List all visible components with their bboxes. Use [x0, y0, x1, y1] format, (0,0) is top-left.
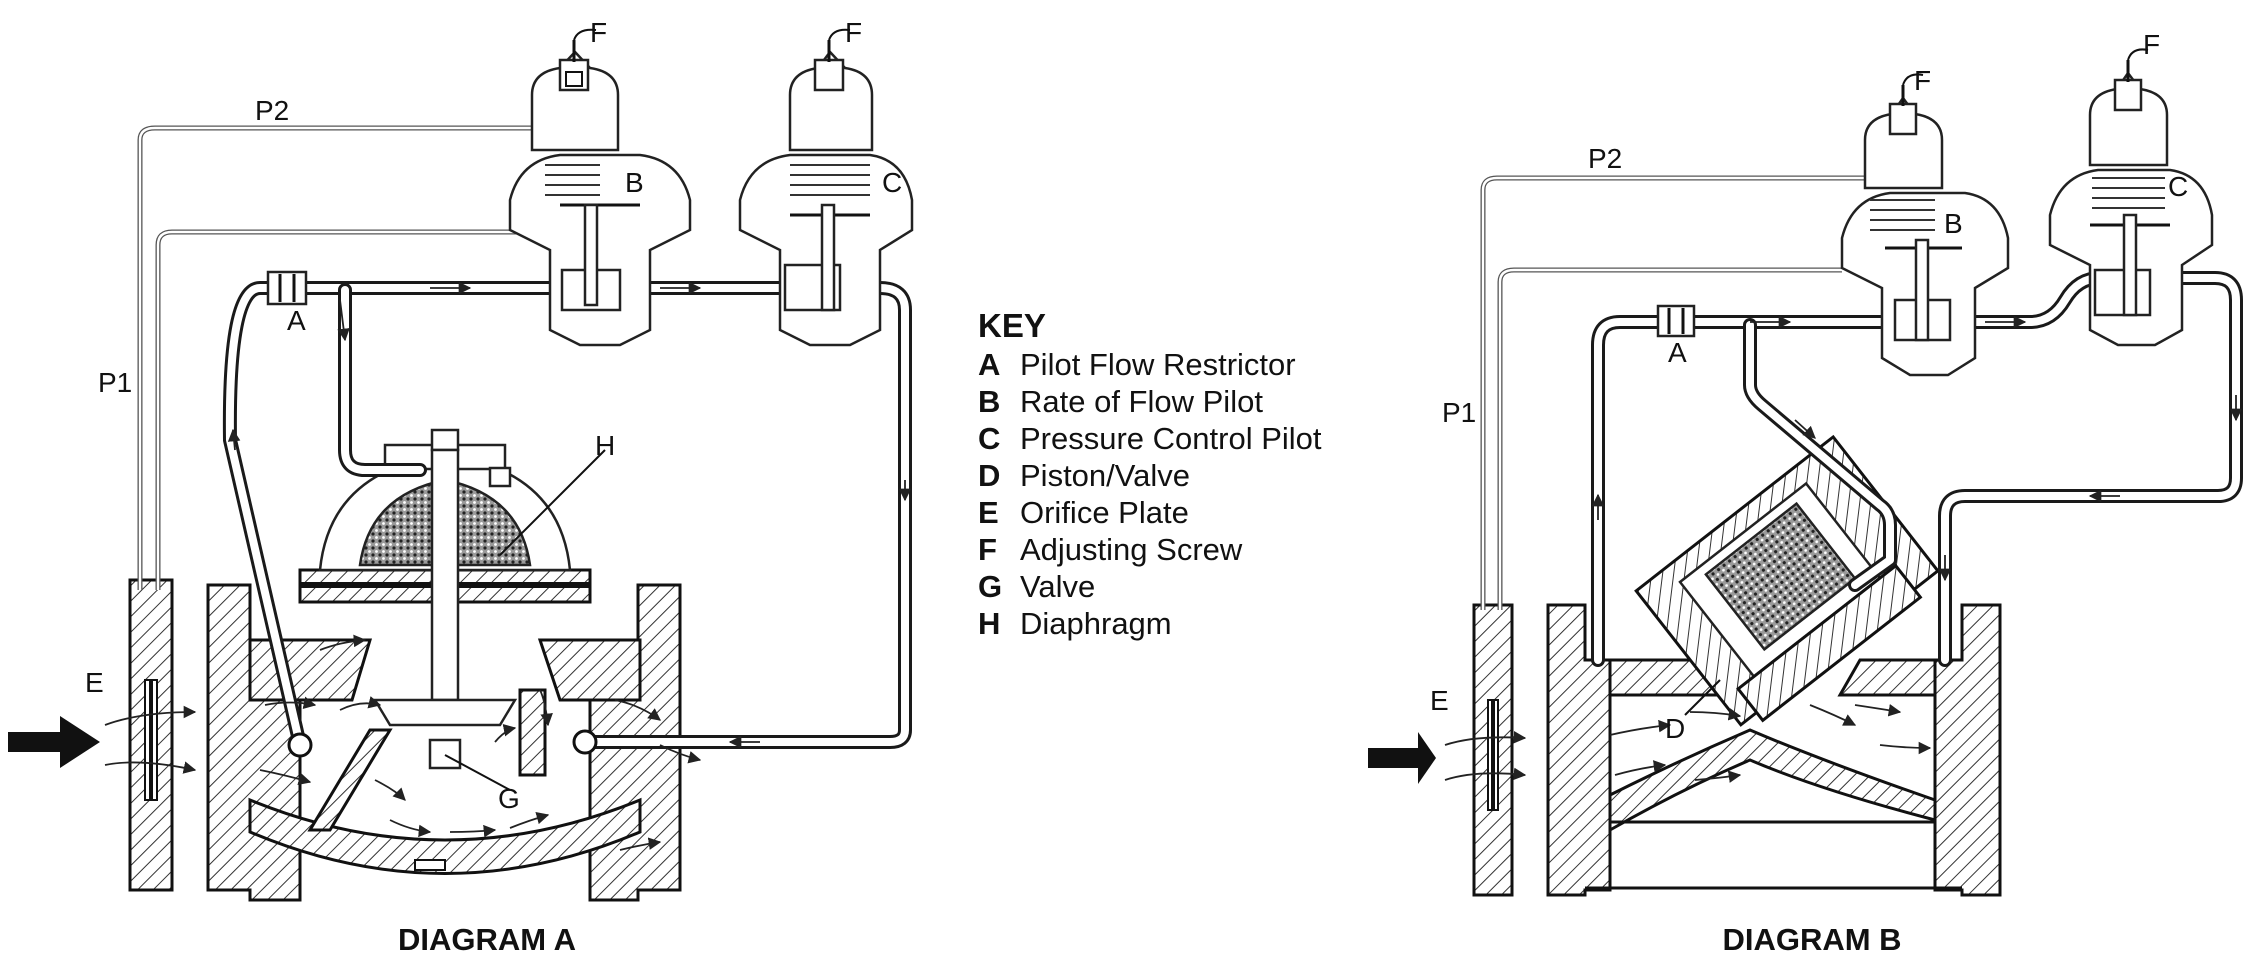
key-item: G Valve	[978, 569, 1095, 604]
pressure-control-pilot-b	[2048, 60, 2214, 347]
diagram-b-title: DIAGRAM B	[1722, 922, 1901, 957]
sensing-lines-b	[1480, 175, 1883, 610]
label-f-left-a: F	[590, 17, 607, 48]
key-item: F Adjusting Screw	[978, 532, 1243, 567]
svg-text:A: A	[978, 347, 1000, 382]
pilot-pipe-b	[1591, 271, 2243, 667]
sensing-lines-a	[137, 125, 565, 590]
label-d-b: D	[1665, 713, 1685, 744]
svg-text:Piston/Valve: Piston/Valve	[1020, 458, 1190, 493]
diagram-a-title: DIAGRAM A	[398, 922, 576, 957]
label-f-right-b: F	[2143, 29, 2160, 60]
key-item: H Diaphragm	[978, 606, 1172, 641]
key-item: C Pressure Control Pilot	[978, 421, 1322, 456]
key-heading: KEY	[978, 307, 1046, 344]
svg-text:Pilot Flow Restrictor: Pilot Flow Restrictor	[1020, 347, 1296, 382]
label-p1-a: P1	[98, 367, 132, 398]
orifice-plate-b	[1472, 603, 1514, 897]
leader-lines-b	[1684, 48, 2149, 716]
leader-lines-a	[444, 28, 851, 791]
main-valve-body-b	[1546, 603, 2002, 897]
label-p1-b: P1	[1442, 397, 1476, 428]
valve-stem-a	[372, 448, 518, 770]
svg-text:B: B	[978, 384, 1000, 419]
piston-valve-b	[1634, 434, 1940, 727]
flow-arrows-a	[104, 281, 912, 851]
diagram-b: F F P2 B C A P1 E D DIAGRAM B	[1368, 29, 2243, 957]
piston-b	[1704, 501, 1857, 652]
diagram-a: F F P2 B C A P1 H E G DIAGRAM A	[8, 17, 914, 957]
label-c-b: C	[2168, 171, 2188, 202]
label-f-left-b: F	[1914, 65, 1931, 96]
restrictor-a	[266, 270, 308, 306]
restrictor-b	[1656, 304, 1696, 338]
key-item: B Rate of Flow Pilot	[978, 384, 1263, 419]
svg-text:G: G	[978, 569, 1002, 604]
inlet-arrow-icon	[1368, 732, 1436, 784]
label-p2-b: P2	[1588, 143, 1622, 174]
pilot-pipe-a	[222, 270, 912, 758]
label-e-b: E	[1430, 685, 1449, 716]
label-f-right-a: F	[845, 17, 862, 48]
svg-text:C: C	[978, 421, 1000, 456]
svg-text:F: F	[978, 532, 997, 567]
label-p2-a: P2	[255, 95, 289, 126]
label-b-a: B	[625, 167, 644, 198]
svg-text:Pressure Control Pilot: Pressure Control Pilot	[1020, 421, 1322, 456]
label-a-b: A	[1668, 337, 1687, 368]
pressure-control-pilot-a	[738, 40, 914, 347]
rate-of-flow-pilot-b	[1840, 85, 2010, 377]
rate-of-flow-pilot-a	[508, 40, 692, 347]
label-b-b: B	[1944, 208, 1963, 239]
svg-text:Diaphragm: Diaphragm	[1020, 606, 1172, 641]
label-h-a: H	[595, 430, 615, 461]
label-c-a: C	[882, 167, 902, 198]
svg-text:Adjusting Screw: Adjusting Screw	[1020, 532, 1243, 567]
flow-arrows-b	[1444, 315, 2243, 783]
svg-text:Rate of Flow Pilot: Rate of Flow Pilot	[1020, 384, 1263, 419]
legend-key: KEY A Pilot Flow Restrictor B Rate of Fl…	[978, 307, 1322, 641]
key-item: D Piston/Valve	[978, 458, 1190, 493]
svg-text:H: H	[978, 606, 1000, 641]
svg-text:D: D	[978, 458, 1000, 493]
orifice-plate-a	[128, 578, 174, 892]
key-item: A Pilot Flow Restrictor	[978, 347, 1296, 382]
key-item: E Orifice Plate	[978, 495, 1189, 530]
inlet-arrow-icon	[8, 716, 100, 768]
label-a-a: A	[287, 305, 306, 336]
svg-text:Valve: Valve	[1020, 569, 1095, 604]
label-g-a: G	[498, 783, 520, 814]
svg-text:Orifice Plate: Orifice Plate	[1020, 495, 1189, 530]
svg-text:E: E	[978, 495, 999, 530]
label-e-a: E	[85, 667, 104, 698]
